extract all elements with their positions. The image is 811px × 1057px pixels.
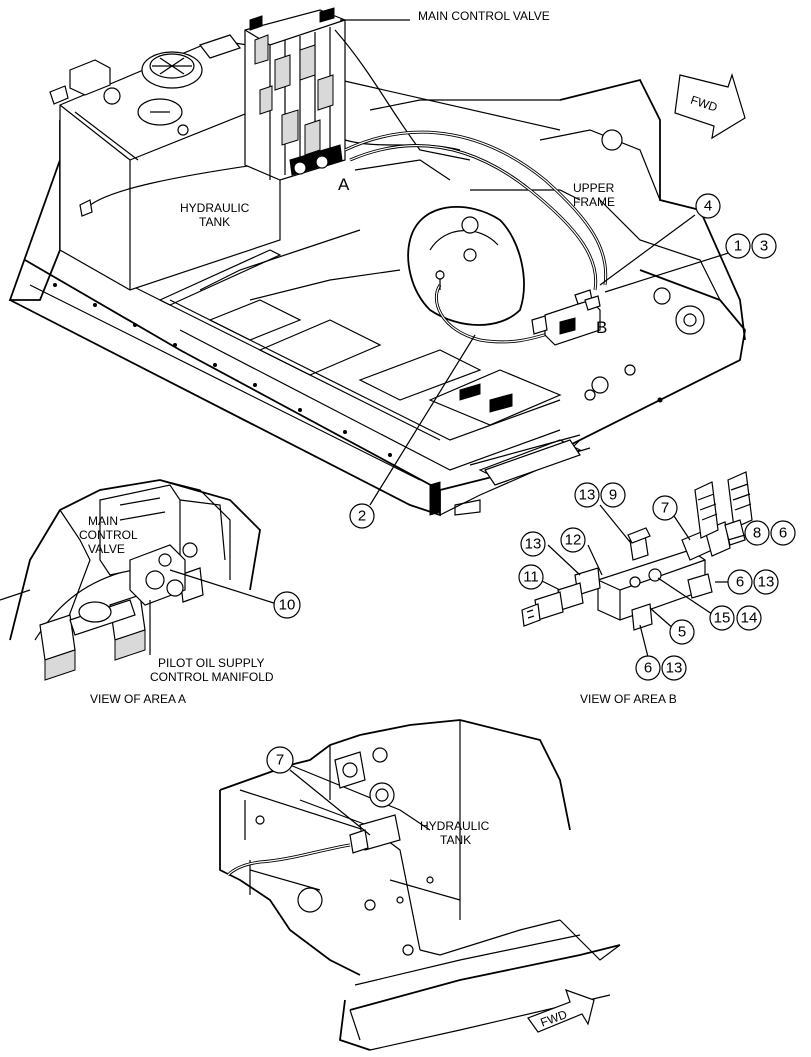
pilot-manifold-label-line1: PILOT OIL SUPPLY <box>158 656 265 670</box>
hydraulic-tank-label-bottom-line1: HYDRAULIC <box>420 819 490 833</box>
callout-b-6a: 6 <box>779 525 787 542</box>
main-control-valve-label: MAIN CONTROL VALVE <box>418 9 550 23</box>
hydraulic-tank-label-top-line1: HYDRAULIC <box>180 201 250 215</box>
pilot-manifold-label-line2: CONTROL MANIFOLD <box>150 670 274 684</box>
mcv-label-a-line3: VALVE <box>88 542 125 556</box>
callout-b-13c: 13 <box>758 574 775 591</box>
bottom-view: 7 HYDRAULIC TANK FWD <box>219 719 621 1051</box>
callout-b-8: 8 <box>753 525 761 542</box>
upper-frame-label-line2: FRAME <box>573 195 615 209</box>
callout-b-13a: 13 <box>579 487 596 504</box>
view-area-a: MAIN CONTROL VALVE PILOT OIL SUPPLY CONT… <box>0 479 301 706</box>
view-area-a-caption: VIEW OF AREA A <box>90 692 186 706</box>
callout-b-13d: 13 <box>666 660 683 677</box>
main-view: FWD MAIN CONTROL VALVE HYDRAULIC TANK UP… <box>8 7 777 529</box>
callout-4: 4 <box>704 198 712 215</box>
area-b-label: B <box>596 318 607 337</box>
hydraulic-tank-label-top-line2: TANK <box>199 215 230 229</box>
callout-2: 2 <box>358 508 366 525</box>
callout-b-5: 5 <box>678 624 686 641</box>
callout-b-14: 14 <box>741 610 758 627</box>
upper-frame-label-line1: UPPER <box>573 181 615 195</box>
callout-b-11: 11 <box>523 569 539 586</box>
hydraulic-tank-label-bottom-line2: TANK <box>440 833 471 847</box>
callout-b-13b: 13 <box>525 536 542 553</box>
mcv-label-a-line1: MAIN <box>88 514 118 528</box>
callout-b-15: 15 <box>714 610 731 627</box>
callout-b-6c: 6 <box>644 660 652 677</box>
callout-10: 10 <box>279 597 296 614</box>
callout-7-bottom: 7 <box>276 752 284 769</box>
callout-1: 1 <box>734 238 742 255</box>
callout-b-7: 7 <box>661 500 669 517</box>
area-a-label: A <box>338 175 350 194</box>
callout-b-9: 9 <box>609 487 617 504</box>
callout-b-12: 12 <box>565 532 582 549</box>
view-area-b: VIEW OF AREA B 13 9 7 8 6 13 12 11 6 13 … <box>518 471 796 706</box>
callout-b-6b: 6 <box>736 574 744 591</box>
mcv-label-a-line2: CONTROL <box>79 528 138 542</box>
view-area-b-caption: VIEW OF AREA B <box>580 692 677 706</box>
callout-3: 3 <box>760 238 768 255</box>
